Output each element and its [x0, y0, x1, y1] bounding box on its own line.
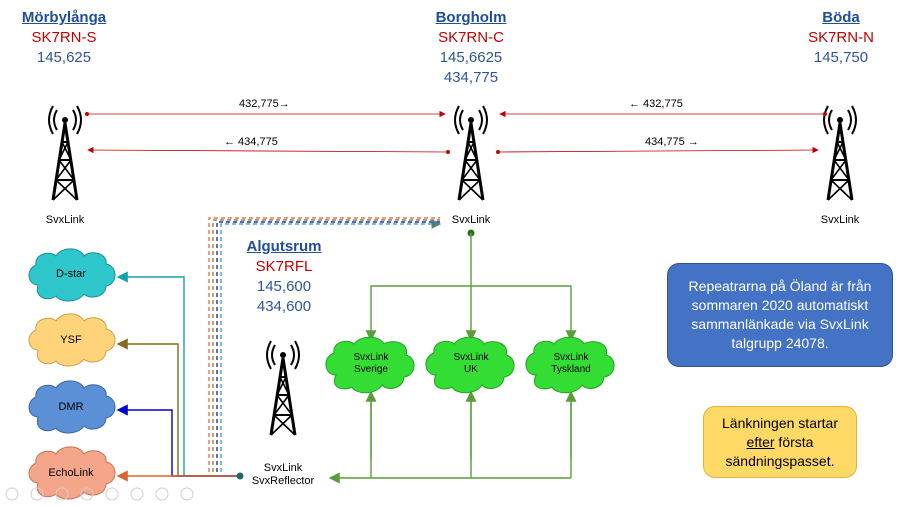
cloud-echolink: [28, 446, 116, 500]
tower-label-right: SvxLink: [820, 214, 860, 226]
site-name: Böda: [822, 9, 860, 26]
site-frequency: 145,750: [813, 49, 869, 66]
note-line2-rest: första: [774, 433, 814, 450]
site-name: Algutsrum: [246, 238, 322, 255]
tower-icon-algutsrum: [265, 339, 301, 437]
cloud-dmr: [28, 380, 116, 434]
reflector-label-line2: SvxReflector: [251, 475, 315, 487]
tower-label-reflector: SvxLink SvxReflector: [243, 462, 323, 488]
site-boda: Böda SK7RN-N 145,750: [786, 8, 896, 68]
cloud-label-line: SvxLink: [353, 352, 389, 363]
slideshow-toolbar[interactable]: [5, 487, 194, 501]
site-callsign: SK7RFL: [255, 258, 313, 275]
site-algutsrum: Algutsrum SK7RFL 145,600 434,600: [236, 237, 332, 317]
link-label-left-bottom: ← 434,775: [224, 136, 278, 148]
cloud-label-line: SvxLink: [453, 352, 489, 363]
site-callsign: SK7RN-N: [808, 29, 874, 46]
site-frequency: 145,600: [256, 278, 312, 295]
cloud-label-line: SvxLink: [553, 352, 589, 363]
site-name: Borgholm: [435, 9, 507, 26]
reflector-label-line1: SvxLink: [263, 462, 303, 474]
cloud-label-line: UK: [464, 364, 478, 375]
site-morbylanga: Mörbylånga SK7RN-S 145,625: [0, 8, 128, 68]
link-label-right-top: ← 432,775: [629, 98, 683, 110]
reflector-bundle: [208, 217, 442, 472]
cloud-sverige: [325, 336, 415, 394]
site-name: Mörbylånga: [21, 9, 107, 26]
link-label-right-bottom: 434,775 →: [645, 136, 699, 148]
tower-icon-boda: [822, 104, 858, 202]
green-connections: [328, 229, 577, 484]
note-line2: efter första: [747, 433, 814, 452]
site-frequency: 145,6625: [439, 49, 503, 66]
cloud-label-line: Sverige: [354, 364, 388, 375]
site-frequency-2: 434,600: [256, 298, 312, 315]
note-emphasis: efter: [746, 433, 775, 450]
site-callsign: SK7RN-S: [31, 29, 97, 46]
cloud-label-dstar: D-star: [56, 268, 86, 280]
cloud-ysf: [28, 313, 116, 367]
cloud-dstar: [28, 248, 116, 302]
info-box: Repeatrarna på Öland är från sommaren 20…: [667, 263, 893, 367]
cloud-label-ysf: YSF: [60, 334, 82, 346]
tower-label-center: SvxLink: [451, 214, 491, 226]
site-frequency: 145,625: [36, 49, 92, 66]
cloud-label-echolink: EchoLink: [48, 467, 94, 479]
site-callsign: SK7RN-C: [438, 29, 504, 46]
site-borgholm: Borgholm SK7RN-C 145,6625 434,775: [406, 8, 536, 88]
note-line3: sändningspasset.: [725, 452, 835, 469]
cloud-tyskland: [525, 336, 615, 394]
note-box: Länkningen startar efter första sändning…: [703, 406, 857, 478]
cloud-label-tyskland: SvxLink Tyskland: [539, 352, 603, 376]
tower-icon-borgholm: [453, 104, 489, 202]
cloud-uk: [425, 336, 515, 394]
note-line1: Länkningen startar: [722, 414, 838, 431]
link-lines: [85, 110, 827, 154]
cloud-label-uk: SvxLink UK: [439, 352, 503, 376]
tower-label-left: SvxLink: [45, 214, 85, 226]
cloud-label-dmr: DMR: [58, 401, 84, 413]
tower-icon-morbylanga: [47, 104, 83, 202]
link-label-left-top: 432,775→: [239, 98, 290, 110]
cloud-label-sverige: SvxLink Sverige: [339, 352, 403, 376]
cloud-label-line: Tyskland: [551, 364, 591, 375]
site-frequency-2: 434,775: [443, 69, 499, 86]
left-connections: [116, 271, 244, 482]
